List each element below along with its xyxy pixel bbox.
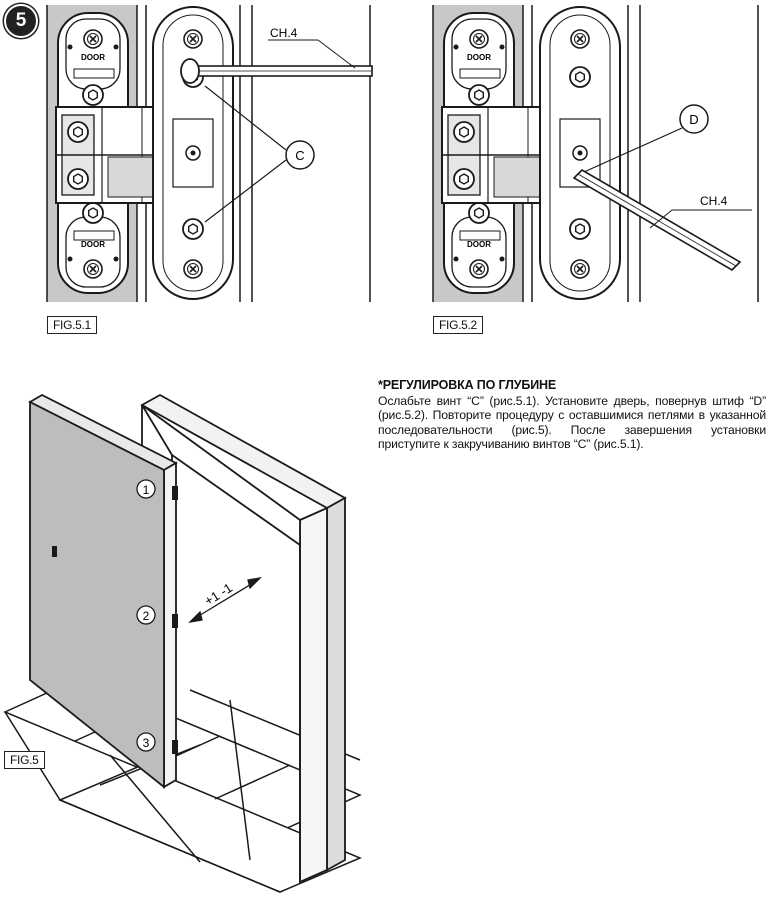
instructions-block: *РЕГУЛИРОВКА ПО ГЛУБИНЕ Ослабьте винт “C…	[378, 378, 766, 452]
fig-5-2-drawing: CH.4 D	[432, 5, 759, 302]
hinge-number-1: 1	[143, 483, 150, 497]
hinge-number-3: 3	[143, 736, 150, 750]
hex-key-tool	[180, 58, 373, 84]
hinge-door-text-3: DOOR	[467, 53, 491, 62]
hex-key-tool-diagonal	[572, 168, 742, 272]
fig-5-drawing: 1 2 3 +1 -1	[3, 393, 362, 893]
fig-5-2-callout-d: D	[689, 112, 698, 127]
hinge-number-2: 2	[143, 609, 150, 623]
fig-5-1-callout-c: C	[295, 148, 304, 163]
fig-5-label: FIG.5	[4, 751, 45, 769]
hinge-door-text-1: DOOR	[81, 53, 105, 62]
instructions-title: *РЕГУЛИРОВКА ПО ГЛУБИНЕ	[378, 378, 557, 392]
fig-5-1-label: FIG.5.1	[47, 316, 97, 334]
fig-5-2-label: FIG.5.2	[433, 316, 483, 334]
fig-5-2-tool-label: CH.4	[700, 194, 728, 208]
fig-5-1-tool-label: CH.4	[270, 26, 298, 40]
hinge-door-text-2: DOOR	[81, 240, 105, 249]
instructions-body: Ослабьте винт “C” (рис.5.1). Установите …	[378, 393, 766, 452]
step-number-badge: 5	[4, 4, 38, 38]
fig-5-1-drawing: CH.4 C	[46, 5, 373, 302]
hinge-door-text-4: DOOR	[467, 240, 491, 249]
